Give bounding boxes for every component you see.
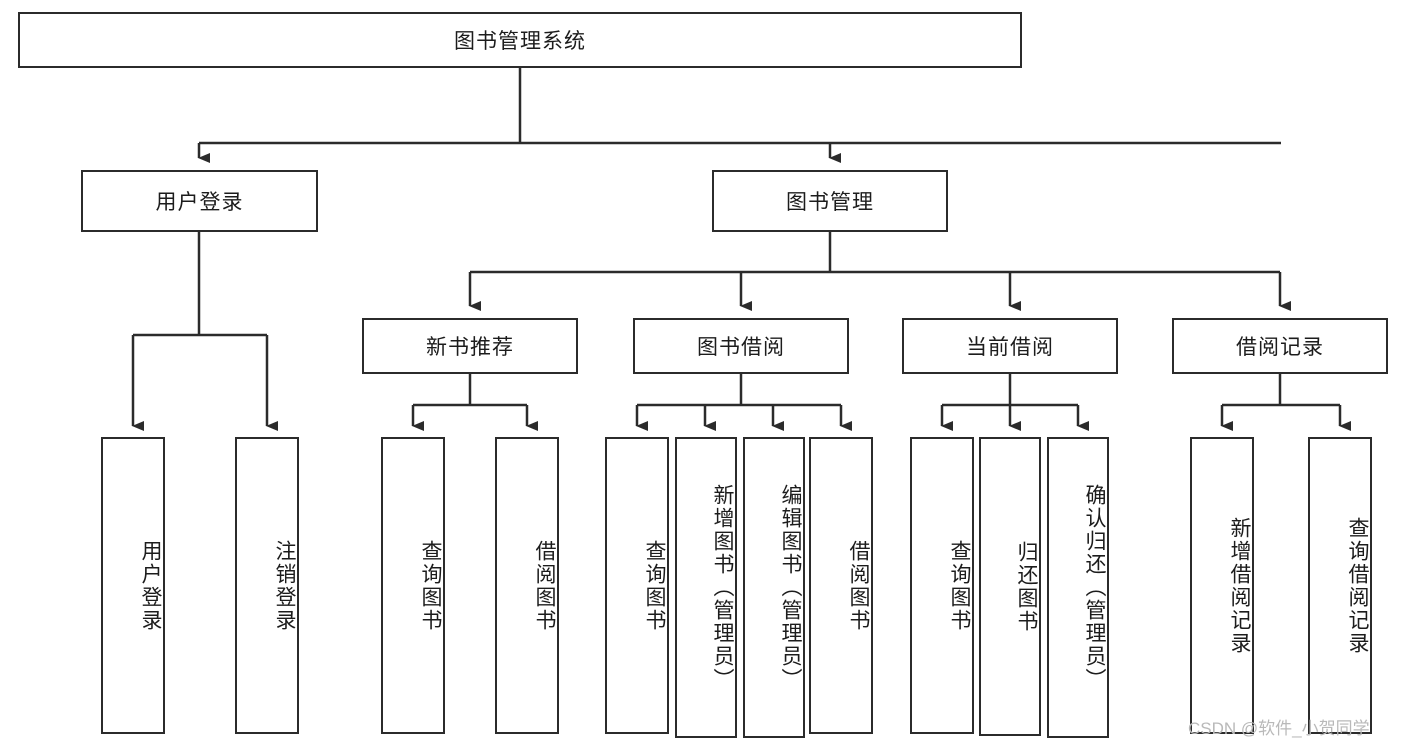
node-label: 查询图书 [948,539,971,632]
node-book-borrow[interactable]: 图书借阅 [633,318,849,374]
node-label: 借阅图书 [847,539,870,632]
node-label: 借阅图书 [533,539,556,632]
node-current-borrow[interactable]: 当前借阅 [902,318,1118,374]
node-label: 图书管理 [786,191,874,214]
node-label: 确认归还（管理员） [1083,484,1106,691]
node-user-login[interactable]: 用户登录 [81,170,318,232]
csdn-watermark: CSDN @软件_小贺同学 [1188,719,1370,738]
leaf-recommend-query-book[interactable]: 查询图书 [381,437,445,734]
node-root-system[interactable]: 图书管理系统 [18,12,1022,68]
node-label: 归还图书 [1015,540,1038,633]
node-new-book-recommend[interactable]: 新书推荐 [362,318,578,374]
leaf-user-login-logout[interactable]: 注销登录 [235,437,299,734]
node-label: 借阅记录 [1236,336,1324,359]
leaf-record-add-record[interactable]: 新增借阅记录 [1190,437,1254,734]
node-label: 图书借阅 [697,336,785,359]
node-label: 用户登录 [155,191,244,214]
node-label: 注销登录 [273,539,296,632]
leaf-record-query-record[interactable]: 查询借阅记录 [1308,437,1372,734]
node-borrow-record[interactable]: 借阅记录 [1172,318,1388,374]
node-label: 新增图书（管理员） [711,484,734,691]
leaf-borrow-edit-book-admin[interactable]: 编辑图书（管理员） [743,437,805,738]
node-label: 用户登录 [139,539,162,632]
leaf-borrow-add-book-admin[interactable]: 新增图书（管理员） [675,437,737,738]
node-label: 查询图书 [419,539,442,632]
leaf-user-login-login[interactable]: 用户登录 [101,437,165,734]
leaf-borrow-query-book[interactable]: 查询图书 [605,437,669,734]
leaf-current-confirm-return-admin[interactable]: 确认归还（管理员） [1047,437,1109,738]
leaf-current-return-book[interactable]: 归还图书 [979,437,1041,736]
leaf-recommend-borrow-book[interactable]: 借阅图书 [495,437,559,734]
node-label: 图书管理系统 [454,30,586,53]
leaf-current-query-book[interactable]: 查询图书 [910,437,974,734]
node-label: 查询借阅记录 [1346,516,1369,655]
leaf-borrow-borrow-book[interactable]: 借阅图书 [809,437,873,734]
node-label: 查询图书 [643,539,666,632]
node-label: 编辑图书（管理员） [779,484,802,691]
node-label: 当前借阅 [966,336,1054,359]
node-book-management[interactable]: 图书管理 [712,170,948,232]
node-label: 新增借阅记录 [1228,516,1251,655]
node-label: 新书推荐 [426,336,514,359]
